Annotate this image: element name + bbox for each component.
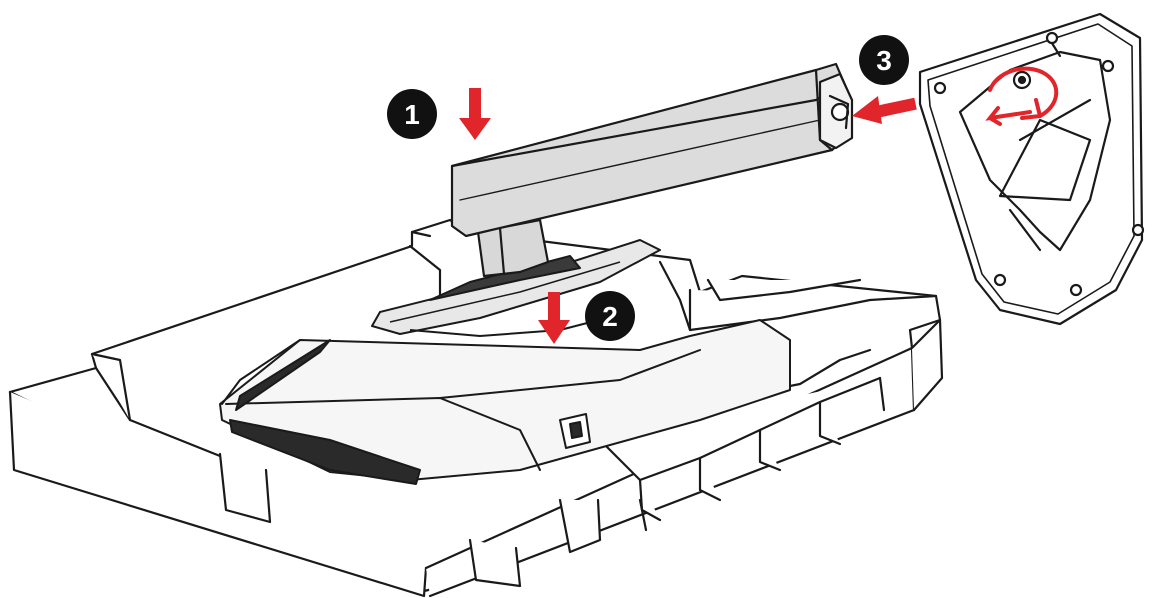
step-1-badge: 1 (387, 89, 437, 139)
step-2-number: 2 (602, 301, 618, 332)
step-3-number: 3 (876, 45, 892, 76)
stand-base-plate (918, 12, 1145, 326)
step-3-badge: 3 (859, 35, 909, 85)
rotation-arrow-head (1020, 98, 1042, 120)
step-2-badge: 2 (585, 291, 635, 341)
stand-arm (450, 62, 854, 278)
rotation-arrow-icon (988, 66, 1059, 120)
step-3-left-arrow-icon (852, 96, 917, 124)
step-1-down-arrow-icon (459, 88, 491, 140)
vesa-mounting-bracket (371, 239, 661, 337)
step-2-down-arrow-icon (538, 292, 570, 344)
screw-tighten-arrow-icon (985, 106, 1032, 126)
rotation-arrow-ring (988, 66, 1059, 118)
monitor-back-panel (219, 319, 791, 485)
step-1-number: 1 (404, 99, 420, 130)
